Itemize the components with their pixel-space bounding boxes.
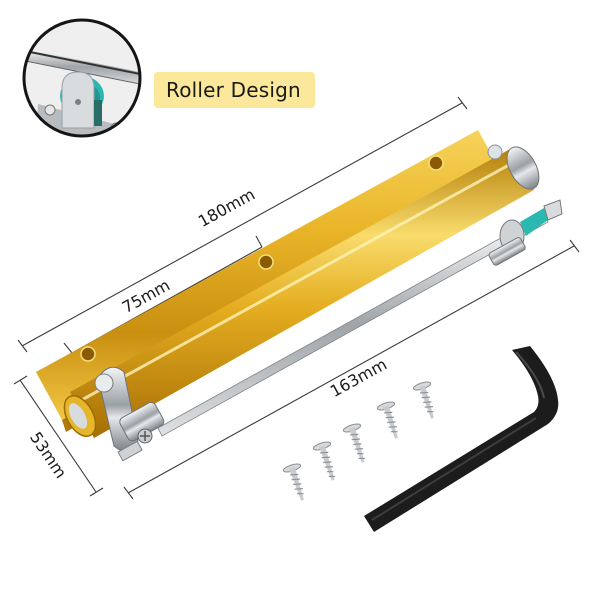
roller-inset [22, 18, 142, 138]
screw-icon [376, 401, 398, 439]
mounting-holes [80, 155, 444, 362]
screw-icon [412, 381, 434, 419]
screw-icon [312, 441, 336, 481]
screw-icon [282, 463, 304, 501]
hex-key-icon [364, 346, 559, 532]
callout-label: Roller Design [166, 78, 301, 102]
screws [282, 381, 434, 501]
arm-rod [157, 199, 563, 437]
roller-design-callout: Roller Design [154, 72, 315, 108]
screw-icon [342, 423, 366, 463]
closer-body [36, 130, 540, 462]
